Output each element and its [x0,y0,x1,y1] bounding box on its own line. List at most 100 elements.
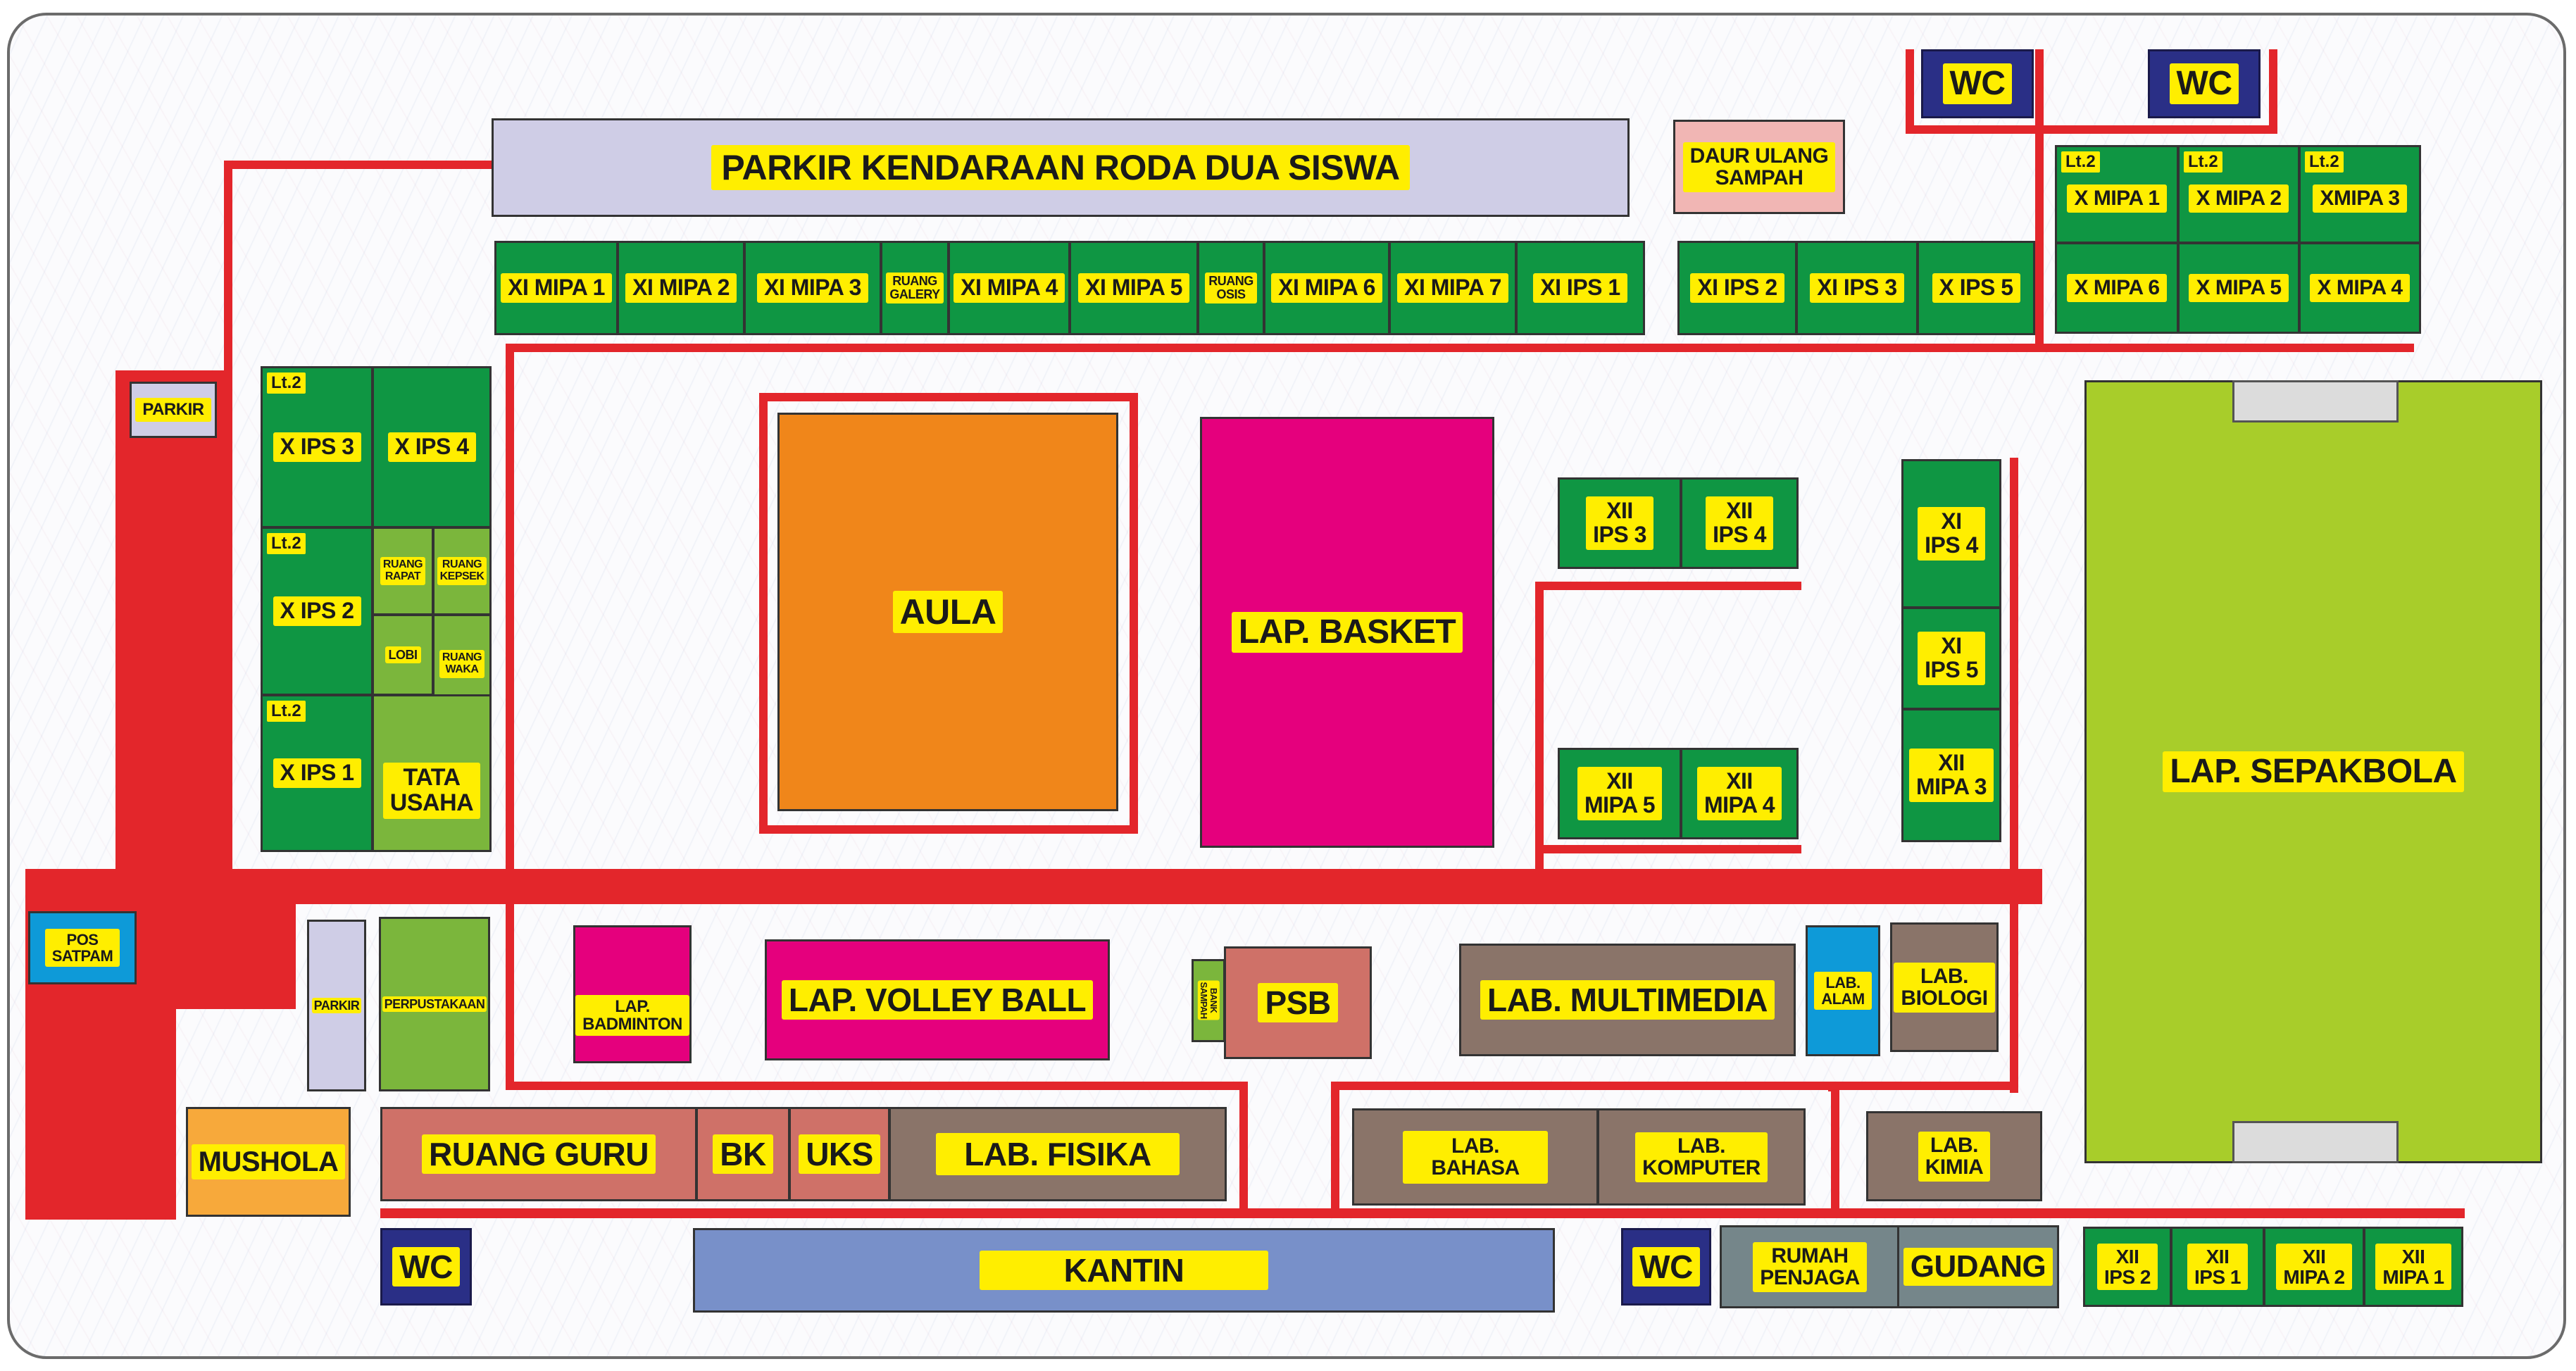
room-label: RUANG RAPAT [380,557,426,585]
room-label: XII IPS 3 [1586,496,1653,550]
psb: PSB [1224,946,1372,1059]
room-label: XI IPS 1 [1533,273,1627,303]
road-center-vertical [506,344,514,1090]
parkir-roda-dua: PARKIR KENDARAAN RODA DUA SISWA [492,118,1630,217]
lap-badminton: LAP. BADMINTON [573,925,692,1063]
daur-ulang-sampah: DAUR ULANG SAMPAH [1673,120,1845,214]
room-label: X MIPA 6 [2067,274,2167,302]
room-label: XI IPS 2 [1690,273,1784,303]
room-label: X MIPA 2 [2189,184,2289,213]
floor-2-tag: Lt.2 [2184,151,2222,173]
room-label: X IPS 2 [273,596,361,626]
floor-2-tag: Lt.2 [267,701,306,722]
lap-sepakbola-label: LAP. SEPAKBOLA [2163,751,2464,793]
wc-bottom-left: WC [380,1228,472,1306]
lab-biologi: LAB. BIOLOGI [1890,922,1999,1052]
parkir-left: PARKIR [130,382,217,438]
bank-sampah: BANK SAMPAH [1192,959,1225,1042]
room-lobi: LOBI [372,614,434,696]
parkir-lower: PARKIR [307,920,366,1091]
room-label: X MIPA 5 [2189,274,2289,302]
room-tata-usaha: TATA USAHA [372,694,492,852]
room-label: XI MIPA 2 [625,273,737,303]
room-label: XMIPA 3 [2313,184,2407,213]
wc-label: WC [2169,63,2239,105]
room-label: XI MIPA 1 [501,273,612,303]
bk-label: BK [713,1134,773,1175]
room-label: RUANG OSIS [1205,273,1257,303]
room-xii-ips-1: XII IPS 1 [2170,1227,2265,1307]
wc-label: WC [1942,63,2013,105]
ruang-guru-label: RUANG GURU [422,1134,656,1175]
lab-alam: LAB. ALAM [1806,925,1880,1056]
room-label: X IPS 3 [273,432,361,462]
room-label: TATA USAHA [382,763,481,819]
ruang-guru: RUANG GURU [380,1107,697,1201]
room-xi-mipa-4: XI MIPA 4 [948,241,1070,335]
room-xi-ips-1: XI IPS 1 [1515,241,1645,335]
perpustakaan: PERPUSTAKAAN [379,917,490,1091]
bk: BK [696,1107,790,1201]
room-xii-mipa-1: XII MIPA 1 [2363,1227,2463,1307]
psb-label: PSB [1258,982,1338,1023]
room-x-ips-5: X IPS 5 [1917,241,2035,335]
room-label: XI MIPA 4 [954,273,1065,303]
room-xi-mipa-2: XI MIPA 2 [617,241,745,335]
daur-ulang-label: DAUR ULANG SAMPAH [1682,142,1836,192]
room-label: XII MIPA 1 [2375,1243,2451,1291]
room-xii-mipa-2: XII MIPA 2 [2263,1227,2365,1307]
perpustakaan-label: PERPUSTAKAAN [382,996,487,1013]
room-xii-ips-2: XII IPS 2 [2083,1227,2172,1307]
room-xi-ips-2: XI IPS 2 [1677,241,1797,335]
gudang-label: GUDANG [1903,1247,2053,1287]
room-xii-ips-4: XII IPS 4 [1680,477,1799,569]
lab-multimedia: LAB. MULTIMEDIA [1459,944,1796,1056]
room-ruang-galery: RUANG GALERY [880,241,949,335]
wc-label: WC [1632,1246,1700,1287]
floor-2-tag: Lt.2 [267,373,306,394]
room-label: XII MIPA 4 [1696,767,1782,820]
room-label: XII MIPA 5 [1577,767,1663,820]
wc-top-right: WC [2148,49,2261,118]
room-xi-ips-3: XI IPS 3 [1796,241,1918,335]
mushola: MUSHOLA [186,1107,351,1217]
road-right-vertical [2010,458,2018,1093]
lab-multimedia-label: LAB. MULTIMEDIA [1480,979,1775,1020]
road-top-left [224,161,493,169]
mushola-label: MUSHOLA [191,1144,346,1179]
room-label: XI MIPA 6 [1271,273,1382,303]
lab-bahasa-label: LAB. BAHASA [1403,1130,1548,1184]
pos-satpam: POS SATPAM [28,911,137,984]
kantin-label: KANTIN [979,1250,1269,1291]
lab-kimia: LAB. KIMIA [1866,1111,2042,1201]
road-wc-top [1906,49,1914,134]
room-x-ips-4: X IPS 4 [372,366,492,528]
road-kantin-left [1239,1082,1248,1215]
goal-bottom [2232,1121,2399,1163]
room-label: XI MIPA 7 [1397,273,1508,303]
kantin: KANTIN [693,1228,1555,1313]
room-xii-mipa-5: XII MIPA 5 [1558,748,1682,839]
lap-basket: LAP. BASKET [1200,417,1494,848]
room-label: XII MIPA 2 [2276,1243,2352,1291]
road-left-vertical [224,161,232,869]
room-label: RUANG KEPSEK [437,557,487,585]
room-xi-mipa-6: XI MIPA 6 [1263,241,1390,335]
bank-sampah-label: BANK SAMPAH [1197,980,1220,1021]
room-ruang-kepsek: RUANG KEPSEK [432,527,492,615]
lap-sepakbola: LAP. SEPAKBOLA [2084,380,2542,1163]
parking-road [115,370,228,870]
uks-label: UKS [799,1134,880,1175]
lab-biologi-label: LAB. BIOLOGI [1894,962,1995,1013]
room-xi-mipa-7: XI MIPA 7 [1389,241,1517,335]
room-label: XII MIPA 3 [1908,749,1994,802]
main-road [25,869,2042,904]
wc-top-left: WC [1921,49,2034,118]
lab-kimia-label: LAB. KIMIA [1918,1131,1991,1182]
lap-volley-label: LAP. VOLLEY BALL [781,979,1094,1020]
rumah-penjaga-label: RUMAH PENJAGA [1753,1241,1867,1292]
room-xi-mipa-5: XI MIPA 5 [1069,241,1199,335]
